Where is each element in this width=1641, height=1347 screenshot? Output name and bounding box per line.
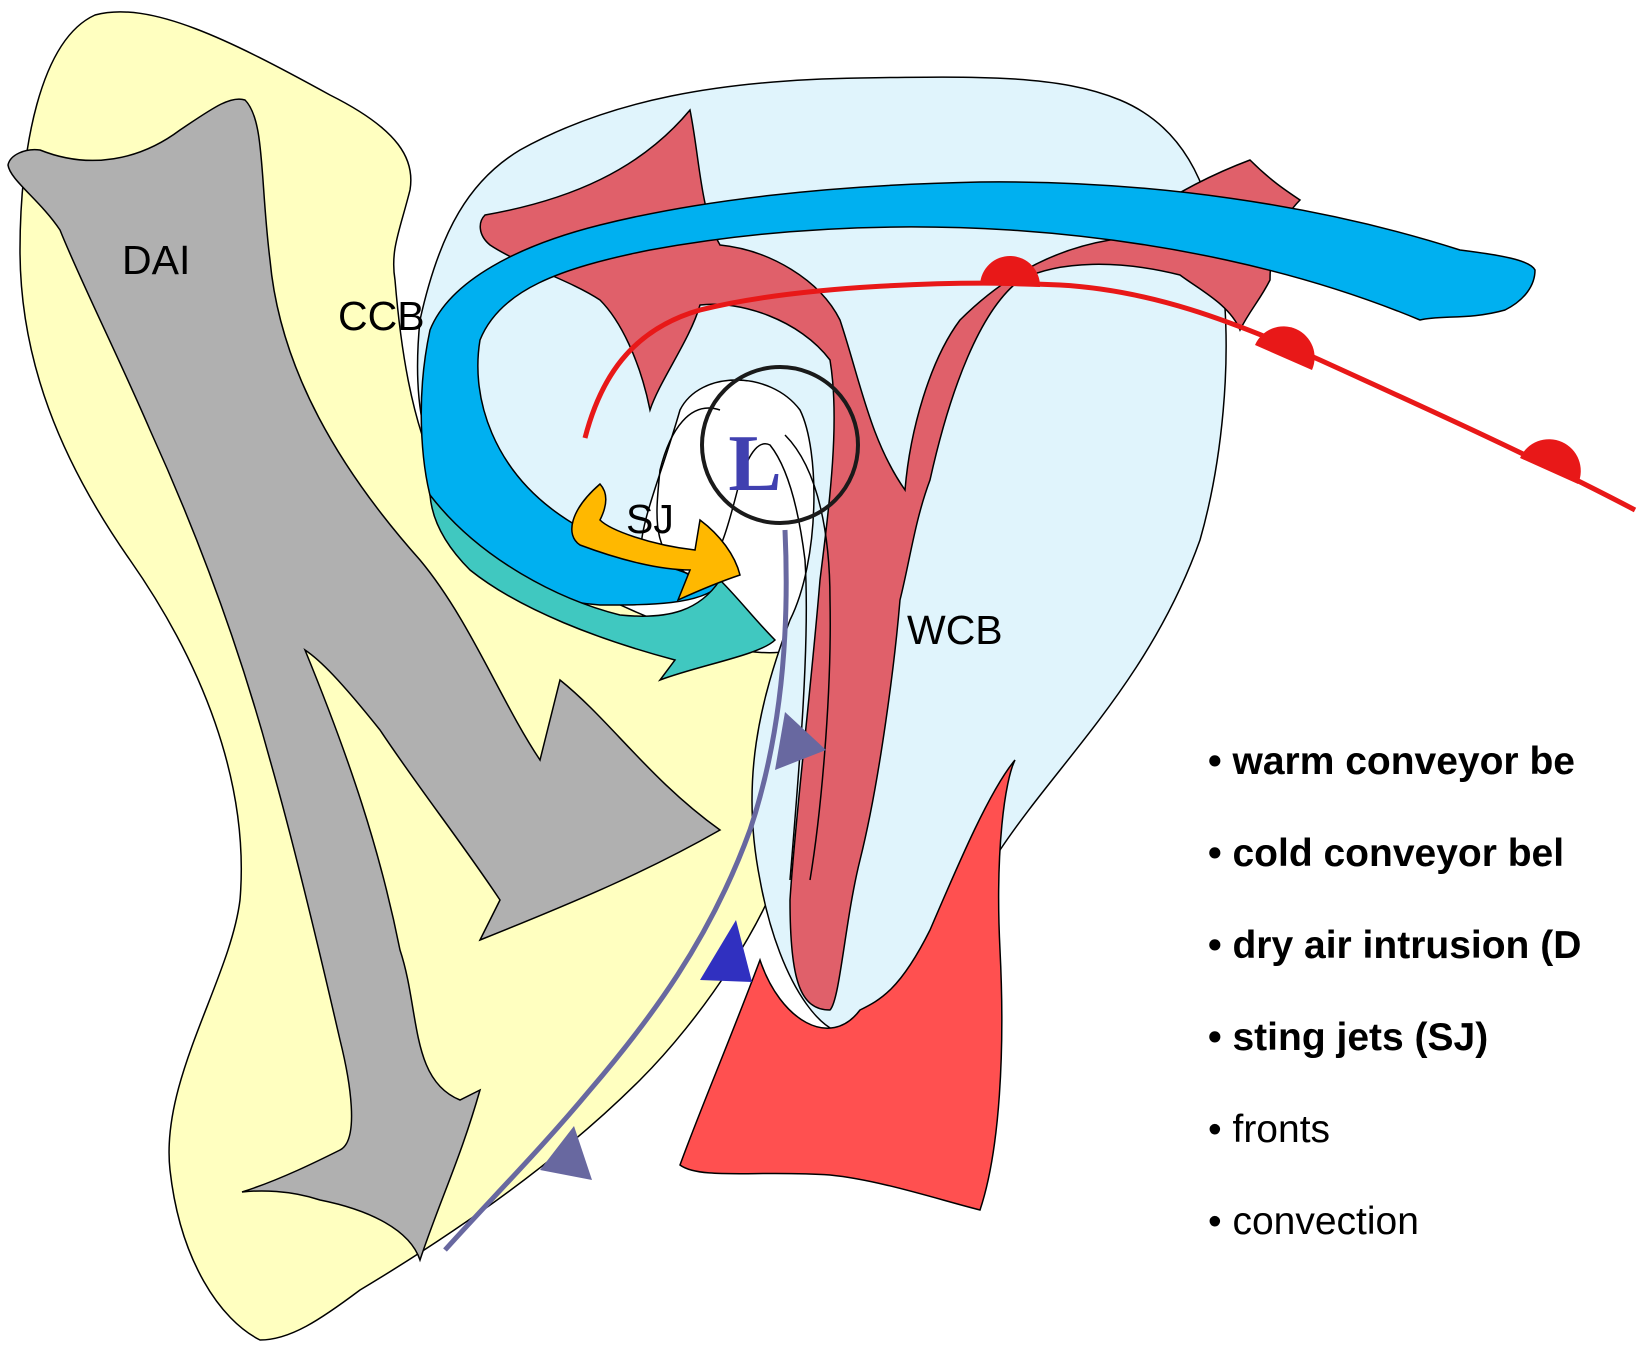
warm-front-bump [1520,439,1581,484]
legend-item-wcb: • warm conveyor be [1208,740,1575,784]
wcb-label: WCB [907,607,1003,653]
ccb-label: CCB [338,293,425,339]
legend-item-sj: • sting jets (SJ) [1208,1016,1488,1060]
dai-label: DAI [122,237,190,283]
legend-item-dai: • dry air intrusion (D [1208,924,1581,968]
legend-item-fronts: • fronts [1208,1108,1330,1152]
legend-item-convection: • convection [1208,1200,1419,1244]
legend-item-ccb: • cold conveyor bel [1208,832,1564,876]
sj-label: SJ [626,496,674,542]
low-pressure-label: L [728,420,781,508]
warm-front-bump [1255,326,1315,370]
